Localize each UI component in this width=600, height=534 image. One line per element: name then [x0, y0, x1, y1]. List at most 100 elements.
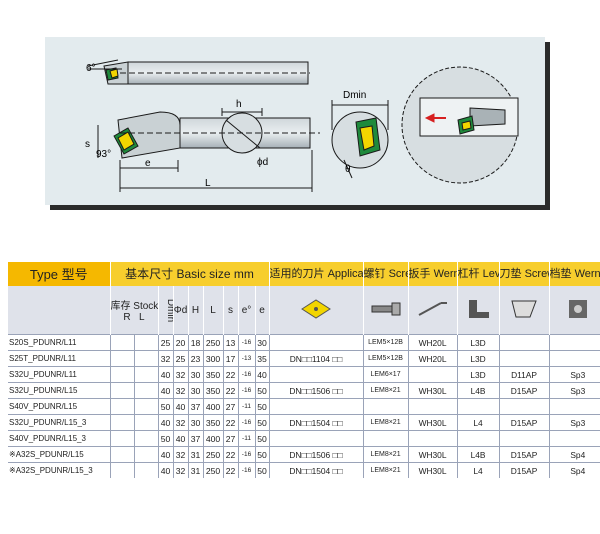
header-screw: 螺钉 Screw	[363, 262, 409, 286]
cell-e: 50	[254, 430, 270, 447]
cell-s: 27	[222, 430, 238, 447]
shim-icon	[499, 286, 550, 335]
cell-insert	[268, 366, 364, 383]
header-inserts: 适用的刀片 Applicable inserts	[269, 262, 364, 286]
cell-lever: L4	[456, 414, 500, 431]
label-theta: θ	[345, 164, 351, 175]
cell-type: S40V_PDUNR/L15	[8, 398, 110, 415]
cell-L: 250	[202, 462, 223, 478]
header-L: L	[203, 286, 224, 335]
cell-s: 22	[222, 414, 238, 431]
cell-phid: 25	[172, 350, 188, 367]
header-dmin: Dmin	[158, 286, 174, 335]
cell-e1: -16	[237, 382, 255, 399]
cell-stock	[109, 350, 134, 367]
cell-lever: L4	[456, 462, 500, 478]
header-basic-size: 基本尺寸 Basic size mm	[110, 262, 270, 286]
cell-phid: 20	[172, 334, 188, 351]
cell-e: 50	[254, 382, 270, 399]
cell-stock	[109, 398, 134, 415]
header-e: e	[255, 286, 270, 335]
cell-s: 22	[222, 366, 238, 383]
cell-shim2: Sp4	[548, 446, 600, 463]
cell-L: 250	[202, 334, 223, 351]
cell-shim: D11AP	[498, 366, 550, 383]
cell-type: S25T_PDUNR/L11	[8, 350, 110, 367]
header-s: s	[223, 286, 239, 335]
cell-e: 35	[254, 350, 270, 367]
label-e: e	[145, 158, 151, 169]
cell-shim: D15AP	[498, 382, 550, 399]
cell-type: S40V_PDUNR/L15_3	[8, 430, 110, 447]
cell-type: S32U_PDUNR/L15_3	[8, 414, 110, 431]
cell-s: 13	[222, 334, 238, 351]
label-s: s	[85, 139, 90, 150]
label-L: L	[205, 178, 211, 189]
cell-lever: L4B	[456, 382, 500, 399]
cell-insert: DN□□1506 □□	[268, 446, 364, 463]
cell-stock	[133, 334, 158, 351]
cell-type: S20S_PDUNR/L11	[8, 334, 110, 351]
lever-icon	[457, 286, 500, 335]
cell-shim	[498, 334, 550, 351]
cell-Dmin: 50	[157, 398, 173, 415]
cell-type: ※A32S_PDUNR/L15	[8, 446, 110, 463]
cell-shim: D15AP	[498, 446, 550, 463]
cell-screw	[362, 398, 409, 415]
cell-wrench: WH30L	[407, 446, 458, 463]
cell-phid: 32	[172, 446, 188, 463]
cell-stock	[109, 414, 134, 431]
cell-H: 30	[187, 382, 203, 399]
cell-e: 40	[254, 366, 270, 383]
cell-stock	[109, 334, 134, 351]
cell-L: 350	[202, 366, 223, 383]
cell-Dmin: 40	[157, 366, 173, 383]
cell-screw: LEM8×21	[362, 446, 409, 463]
cell-stock	[133, 446, 158, 463]
angle-side-label: 93°	[96, 149, 111, 160]
cell-shim2	[548, 350, 600, 367]
cell-e1: -11	[237, 398, 255, 415]
cell-insert	[268, 430, 364, 447]
cell-shim: D15AP	[498, 462, 550, 478]
cell-wrench	[407, 430, 458, 447]
cell-s: 17	[222, 350, 238, 367]
stock-L-label: L	[139, 312, 145, 323]
cell-e: 50	[254, 398, 270, 415]
cell-e1: -16	[237, 366, 255, 383]
cell-stock	[109, 382, 134, 399]
header-H: H	[188, 286, 204, 335]
header-type: Type 型号	[8, 262, 111, 286]
cell-wrench: WH30L	[407, 382, 458, 399]
cell-stock	[133, 462, 158, 478]
cell-e1: -16	[237, 334, 255, 351]
cell-stock	[133, 382, 158, 399]
cell-e: 30	[254, 334, 270, 351]
cell-lever	[456, 398, 500, 415]
dmin-label: Dmin	[164, 298, 173, 322]
shim2-icon	[549, 286, 600, 335]
cell-stock	[133, 366, 158, 383]
cell-shim	[498, 350, 550, 367]
cell-H: 37	[187, 398, 203, 415]
cell-shim2: Sp4	[548, 462, 600, 478]
cell-lever: L4B	[456, 446, 500, 463]
cell-screw: LEM8×21	[362, 382, 409, 399]
cell-screw: LEM6×17	[362, 366, 409, 383]
cell-shim2: Sp3	[548, 366, 600, 383]
cell-shim	[498, 430, 550, 447]
cell-L: 400	[202, 430, 223, 447]
cell-stock	[133, 398, 158, 415]
cell-shim2: Sp3	[548, 414, 600, 431]
cell-screw: LEM8×21	[362, 462, 409, 478]
technical-drawing: 6° h s 93° e L ϕd Dmin θ	[45, 37, 550, 210]
cell-screw: LEM5×12B	[362, 334, 409, 351]
header-shim: 刀垫 Screw	[499, 262, 550, 286]
cell-insert: DN□□1104 □□	[268, 350, 364, 367]
